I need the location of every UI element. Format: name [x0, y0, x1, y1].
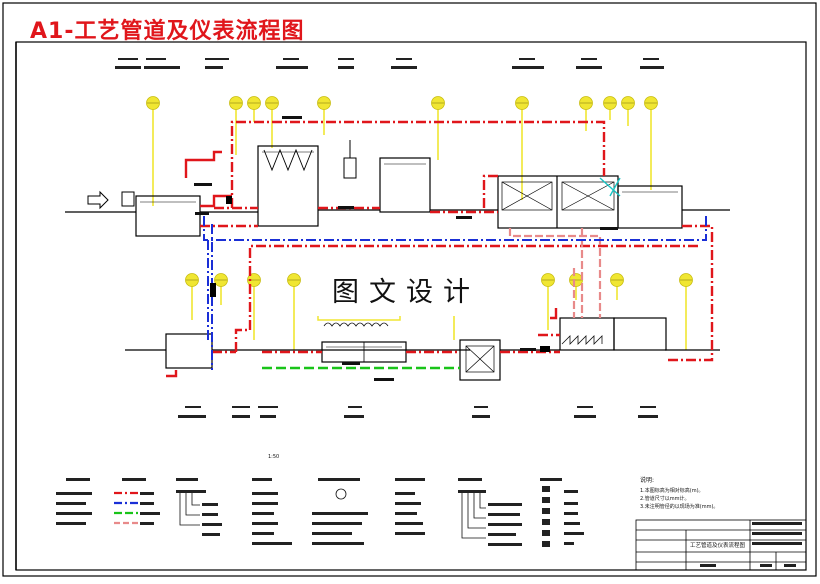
page-title: A1-工艺管道及仪表流程图 — [30, 19, 305, 44]
instrument-bubble-dividers — [147, 102, 692, 281]
svg-text:3.未注明管径的以现场为准(mm)。: 3.未注明管径的以现场为准(mm)。 — [640, 503, 718, 510]
title-block — [635, 519, 807, 571]
pipe-tags — [194, 116, 618, 381]
filter-media — [501, 177, 621, 211]
outer-frame — [2, 2, 817, 577]
blower-room — [559, 317, 615, 351]
intermediate-tank — [379, 157, 431, 213]
legend — [56, 478, 584, 547]
control-room — [613, 317, 667, 351]
drawing-name: 工艺管道及仪表流程图 — [690, 541, 746, 549]
uasb-reactor — [257, 145, 319, 227]
svg-text:1.本图标高为相对标高(m)。: 1.本图标高为相对标高(m)。 — [640, 487, 704, 494]
sludge-tank — [165, 333, 213, 369]
bar-screen — [121, 191, 135, 207]
valves — [210, 196, 550, 352]
tanks-bottom — [165, 317, 667, 381]
equipment-labels-top — [115, 58, 664, 69]
inlet-arrow — [87, 190, 109, 210]
instrument-bubbles — [146, 96, 693, 287]
uv-disinfection-tank — [459, 339, 501, 381]
notes: 说明: 1.本图标高为相对标高(m)。 2.管道尺寸以mm计。 3.未注明管径的… — [640, 476, 718, 510]
diffusers — [323, 322, 603, 345]
svg-text:2.管道尺寸以mm计。: 2.管道尺寸以mm计。 — [640, 495, 690, 502]
tanks-top — [135, 145, 683, 237]
water-level-marks — [140, 151, 678, 203]
title-block-fills — [700, 522, 802, 567]
air-pipes — [508, 228, 602, 318]
clear-water-tank — [617, 185, 683, 229]
uv-media — [465, 345, 495, 373]
instrument-leaders — [152, 103, 687, 350]
equipment-labels-bottom — [178, 406, 658, 418]
dosing-pump — [343, 157, 357, 179]
scale-label: 1:50 — [268, 454, 279, 460]
sewage-pipes-solid — [166, 150, 558, 378]
watermark: 图文设计 — [313, 262, 499, 316]
svg-text:说明:: 说明: — [640, 476, 654, 484]
uasb-separator — [263, 148, 313, 172]
grit-tank — [135, 195, 201, 237]
